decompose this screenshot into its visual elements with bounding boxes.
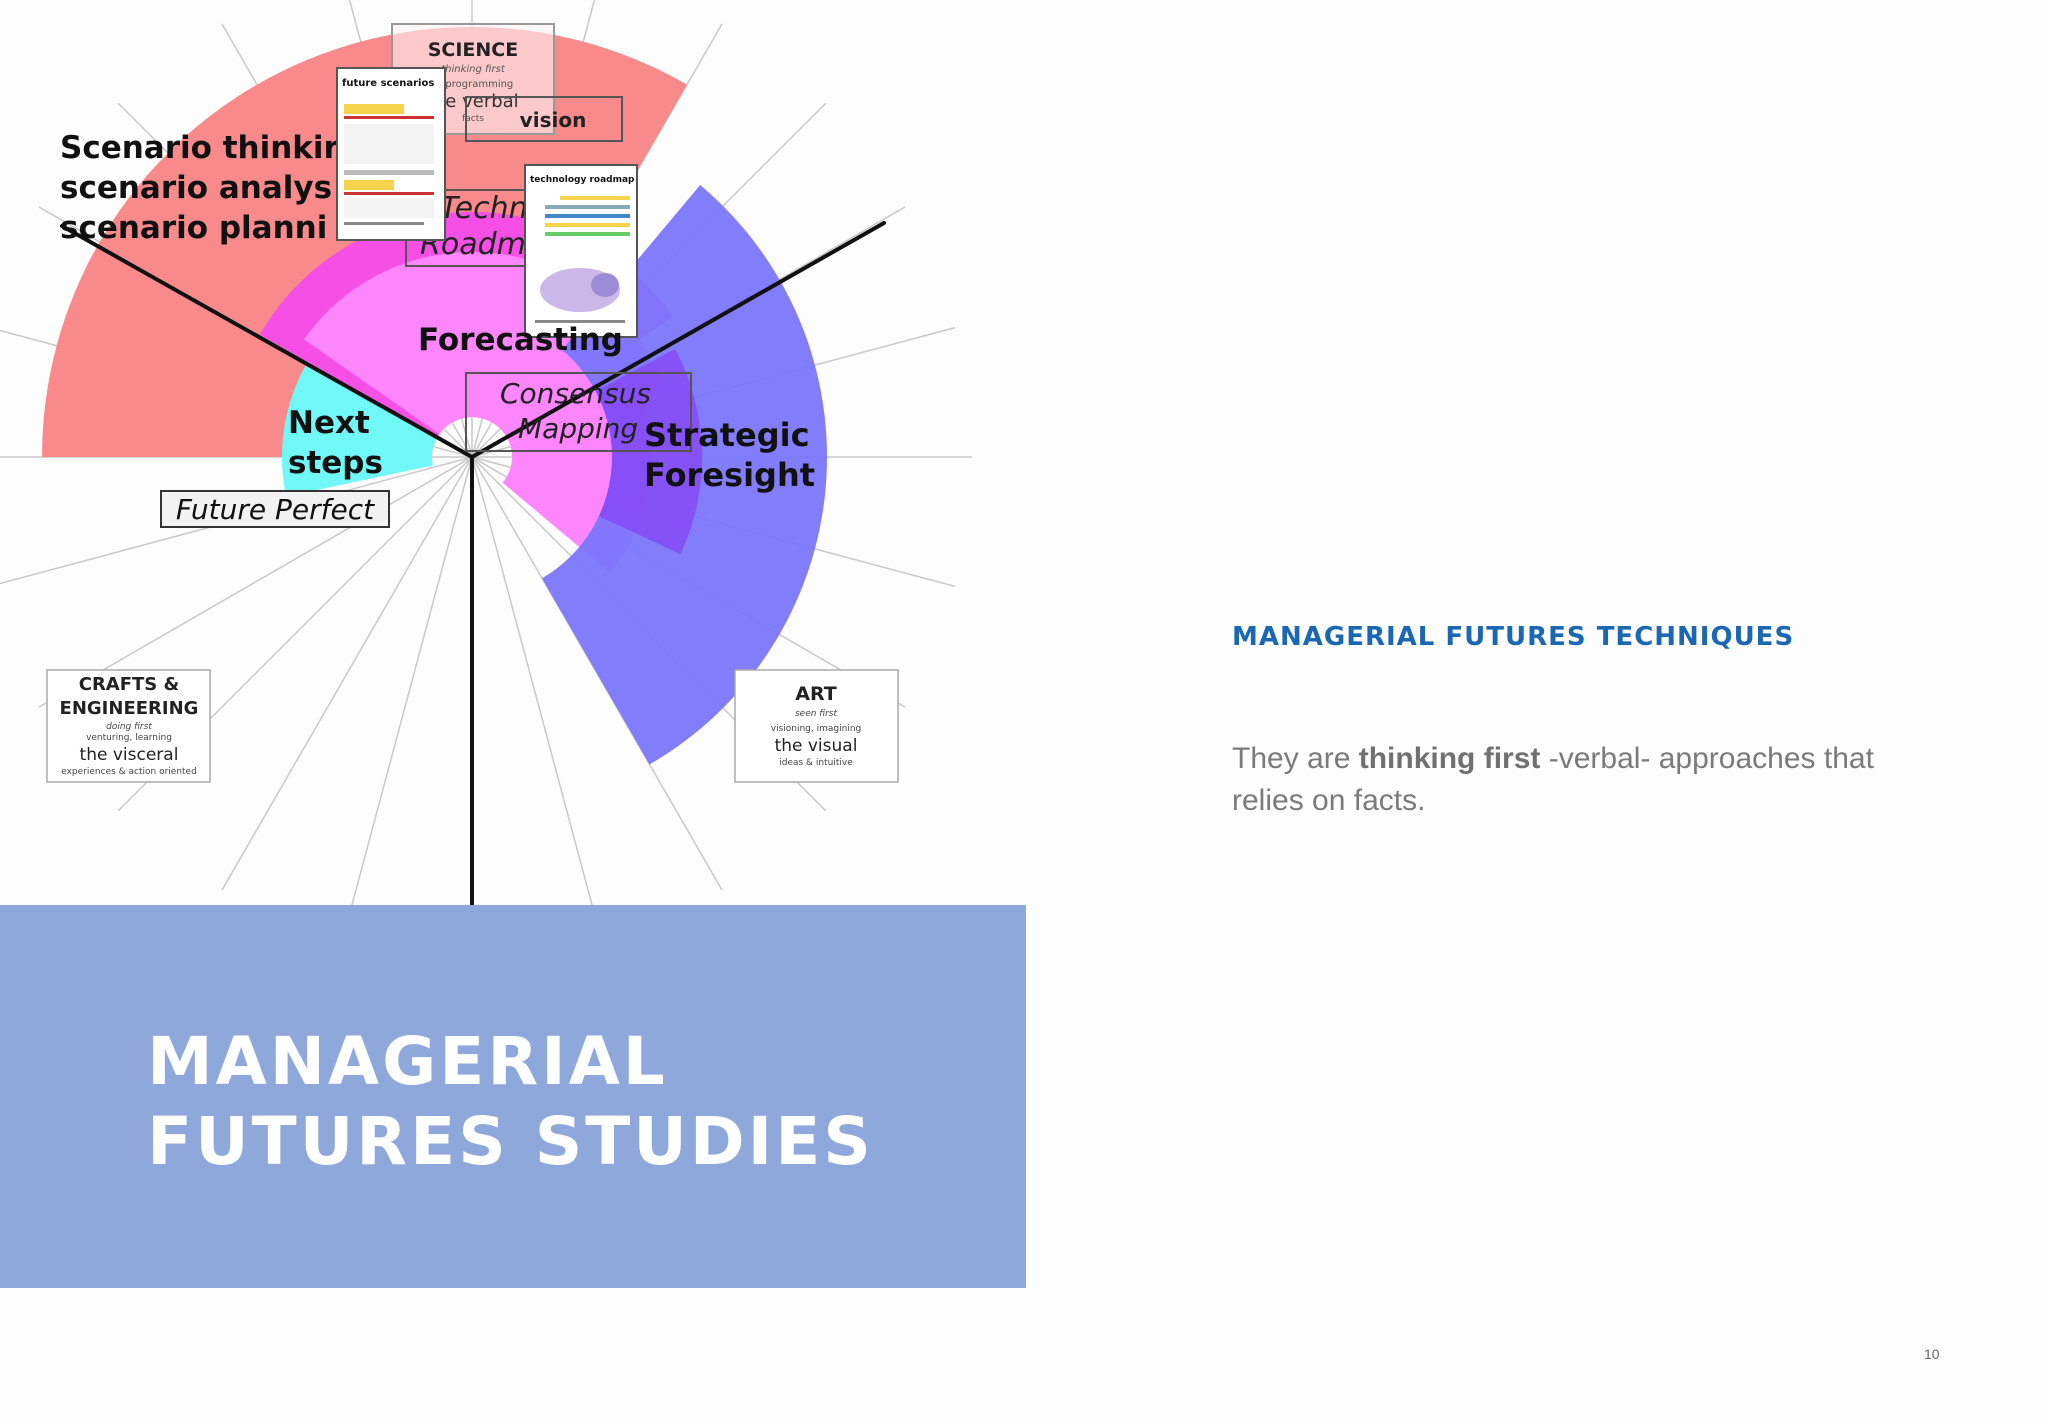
title-band bbox=[0, 905, 1026, 1288]
consensus-mapping-box: Consensus Mapping bbox=[465, 372, 692, 452]
technology-roadmap-label: technology roadmap bbox=[530, 175, 635, 185]
next-steps-sector bbox=[282, 362, 438, 497]
grid-ray bbox=[471, 456, 597, 920]
science-box: SCIENCE thinking first g, programming e … bbox=[391, 23, 555, 135]
art-box: ART seen first visioning, imagining the … bbox=[734, 669, 899, 783]
grid-ray bbox=[347, 456, 473, 920]
science-sub-label: e verbal bbox=[445, 91, 518, 112]
futures-techniques-diagram: SCIENCE thinking first g, programming e … bbox=[0, 0, 1026, 920]
page-number: 10 bbox=[1924, 1346, 1940, 1362]
grid-ray bbox=[38, 456, 473, 708]
consensus-label: Consensus bbox=[500, 377, 651, 410]
section-heading: MANAGERIAL FUTURES TECHNIQUES bbox=[1232, 622, 1795, 652]
art-line: ART bbox=[795, 683, 836, 705]
technology-roadmap-thumbnail: technology roadmap bbox=[524, 164, 638, 338]
crafts-engineering-box: CRAFTS & ENGINEERING doing first venturi… bbox=[46, 669, 211, 783]
vision-label: vision bbox=[520, 108, 587, 132]
science-sub-label: g, programming bbox=[433, 79, 514, 90]
vision-box: vision bbox=[465, 96, 623, 142]
forecasting-label: Forecasting bbox=[418, 322, 623, 358]
scenario-line: scenario analys bbox=[60, 170, 332, 206]
page-title-line: MANAGERIAL bbox=[147, 1023, 668, 1100]
future-perfect-label: Future Perfect bbox=[176, 493, 375, 526]
scenario-label: Scenario thinkir scenario analys scenari… bbox=[60, 130, 340, 246]
science-sub-label: facts bbox=[462, 114, 484, 124]
next-steps-line: steps bbox=[288, 445, 383, 481]
art-line: the visual bbox=[775, 736, 858, 756]
page-title: MANAGERIAL FUTURES STUDIES bbox=[147, 1022, 967, 1182]
crafts-line: venturing, learning bbox=[86, 733, 172, 743]
grid-ray bbox=[471, 456, 723, 891]
art-line: ideas & intuitive bbox=[779, 758, 853, 768]
future-perfect-box: Future Perfect bbox=[160, 490, 390, 528]
strategic-line: Foresight bbox=[644, 456, 815, 494]
future-scenarios-label: future scenarios bbox=[342, 78, 434, 89]
body-text-prefix: They are bbox=[1232, 742, 1359, 775]
scenario-line: Scenario thinkir bbox=[60, 130, 340, 166]
body-text-bold: thinking first bbox=[1358, 742, 1541, 775]
science-label: SCIENCE bbox=[428, 39, 519, 61]
art-line: seen first bbox=[795, 709, 838, 719]
crafts-line: ENGINEERING bbox=[60, 698, 199, 719]
grid-ray bbox=[221, 456, 473, 891]
consensus-label: Mapping bbox=[518, 412, 638, 445]
crafts-line: experiences & action oriented bbox=[61, 767, 197, 777]
art-line: visioning, imagining bbox=[771, 724, 861, 734]
page-title-line: FUTURES STUDIES bbox=[147, 1103, 874, 1180]
science-sub-label: thinking first bbox=[441, 64, 506, 75]
scenario-line: scenario planni bbox=[60, 210, 327, 246]
crafts-line: CRAFTS & bbox=[79, 674, 180, 695]
crafts-line: the visceral bbox=[80, 745, 179, 765]
strategic-line: Strategic bbox=[644, 416, 810, 454]
crafts-line: doing first bbox=[106, 722, 152, 732]
axis-lines bbox=[60, 221, 886, 920]
future-scenarios-thumbnail: future scenarios bbox=[336, 67, 446, 241]
next-steps-line: Next bbox=[288, 405, 370, 441]
body-paragraph: They are thinking first -verbal- approac… bbox=[1232, 738, 1932, 822]
strategic-foresight-label: Strategic Foresight bbox=[644, 416, 815, 494]
body-text-suffix: -verbal- approaches that relies on facts… bbox=[1232, 742, 1874, 817]
next-steps-label: Next steps bbox=[288, 405, 383, 481]
